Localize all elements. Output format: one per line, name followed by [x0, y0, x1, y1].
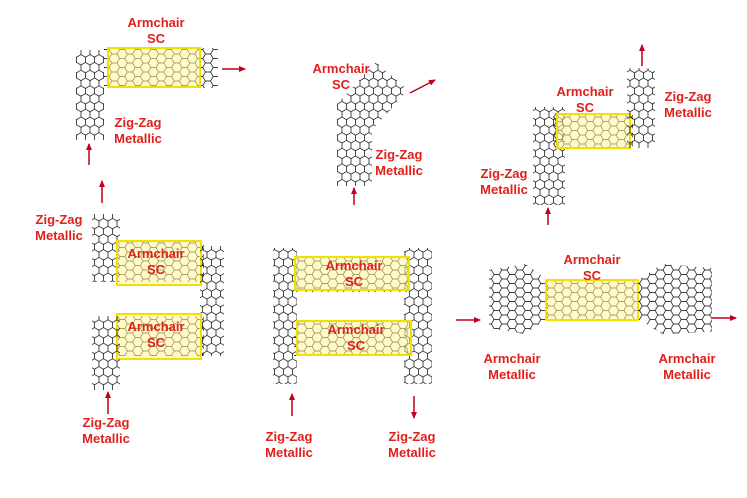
armchair-highlight — [296, 320, 412, 356]
panel-2-junction — [337, 62, 436, 205]
zigzag-tube — [273, 248, 297, 384]
armchair-highlight — [116, 240, 202, 286]
panel-5-junction — [273, 248, 432, 419]
panel-3-junction — [533, 44, 655, 225]
armchair-highlight — [556, 113, 631, 149]
armchair-highlight — [107, 47, 201, 88]
armchair-metallic-tube-right — [638, 264, 712, 334]
armchair-highlight — [294, 256, 410, 291]
armchair-metallic-tube-left — [489, 264, 548, 334]
bent-tube — [337, 62, 408, 186]
panel-6-junction — [456, 264, 737, 334]
zigzag-tube — [76, 50, 104, 140]
zigzag-tube — [92, 214, 120, 282]
panel-4-junction — [92, 180, 224, 414]
arrow — [409, 79, 436, 94]
zigzag-tube — [627, 68, 655, 148]
armchair-highlight — [545, 279, 639, 321]
zigzag-tube — [92, 316, 120, 390]
panel-1-junction — [76, 47, 246, 165]
